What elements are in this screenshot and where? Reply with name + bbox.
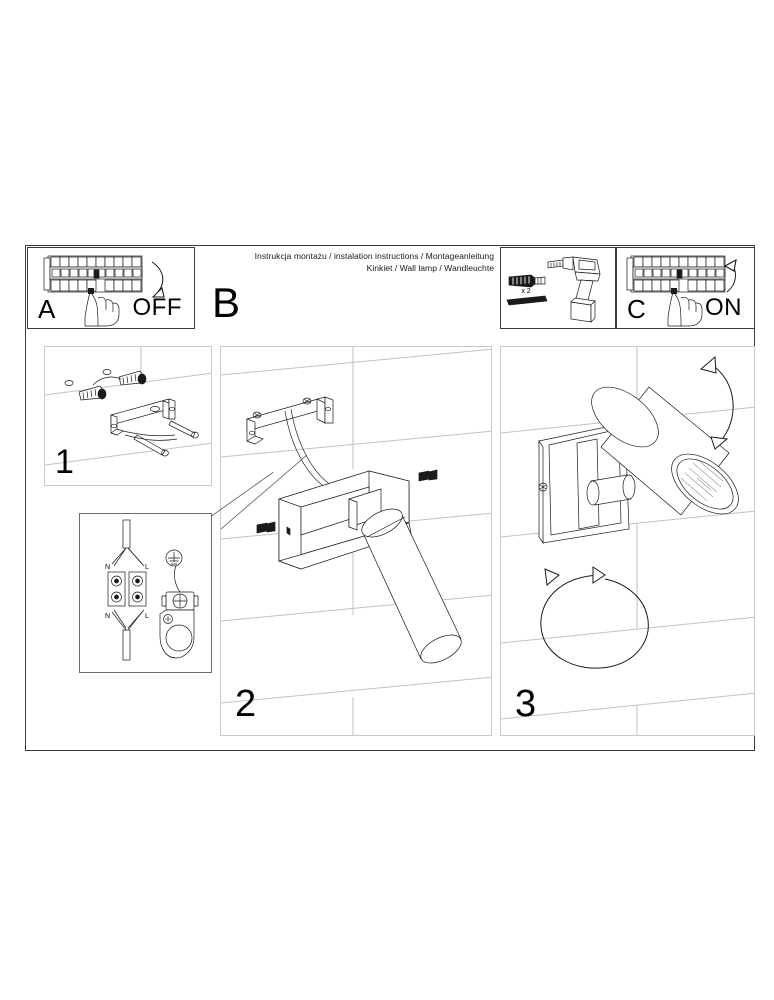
title-line-2: Kinkiet / Wall lamp / Wandleuchte [366,263,494,274]
protective-earth-icon [165,549,183,567]
set-screw-icon [256,521,276,534]
step-number-2: 2 [235,683,257,725]
title-line-1: Instrukcja montażu / instalation instruc… [254,251,494,261]
top-row: A OFF [26,246,755,330]
wiring-detail-panel: N L N L [79,513,212,673]
panel-a-power-off: A OFF [27,247,195,329]
terminal-label-n-bottom: N [105,613,110,620]
panel-c-power-on: C ON [616,247,755,329]
terminal-label-n-top: N [105,564,110,571]
tools-quantity-label: x 2 [521,288,530,295]
arrow-tilt-icon [699,355,734,450]
wall-lamp-rotation-icon [501,347,754,735]
instruction-sheet-frame: A OFF [25,245,755,751]
circuit-breaker-panel-hand-icon [43,255,165,327]
step-panel-3: 3 [500,346,755,736]
step-panel-1: 1 [44,346,212,486]
bracket-screws-anchors-icon [45,347,211,466]
circuit-breaker-panel-hand-icon [626,255,737,327]
steps-area: 1 [26,330,755,752]
power-drill-icon: x 2 [506,256,601,323]
wall-lamp-mounting-icon [221,347,491,735]
panel-c-letter: C [627,294,646,324]
set-screw-icon [418,469,438,482]
step-number-3: 3 [515,683,537,725]
terminal-label-l-top: L [145,564,149,571]
arrow-swivel-icon [540,566,649,669]
panel-b-tools: x 2 [500,247,616,329]
wall-anchor-icon [508,274,546,288]
terminal-label-l-bottom: L [145,613,149,620]
panel-b-letter: B [212,279,241,326]
panel-a-action-label: OFF [132,294,182,321]
step-number-1: 1 [55,443,74,481]
step-panel-2: 2 [220,346,492,736]
screw-icon [506,295,548,306]
panel-c-action-label: ON [705,294,742,321]
sheet-title: Instrukcja montażu / instalation instruc… [226,250,494,275]
panel-a-letter: A [38,294,56,324]
wiring-terminal-diagram: N L N L [105,519,199,661]
arrow-curved-down [151,261,165,298]
arrow-curved-up [723,258,737,293]
